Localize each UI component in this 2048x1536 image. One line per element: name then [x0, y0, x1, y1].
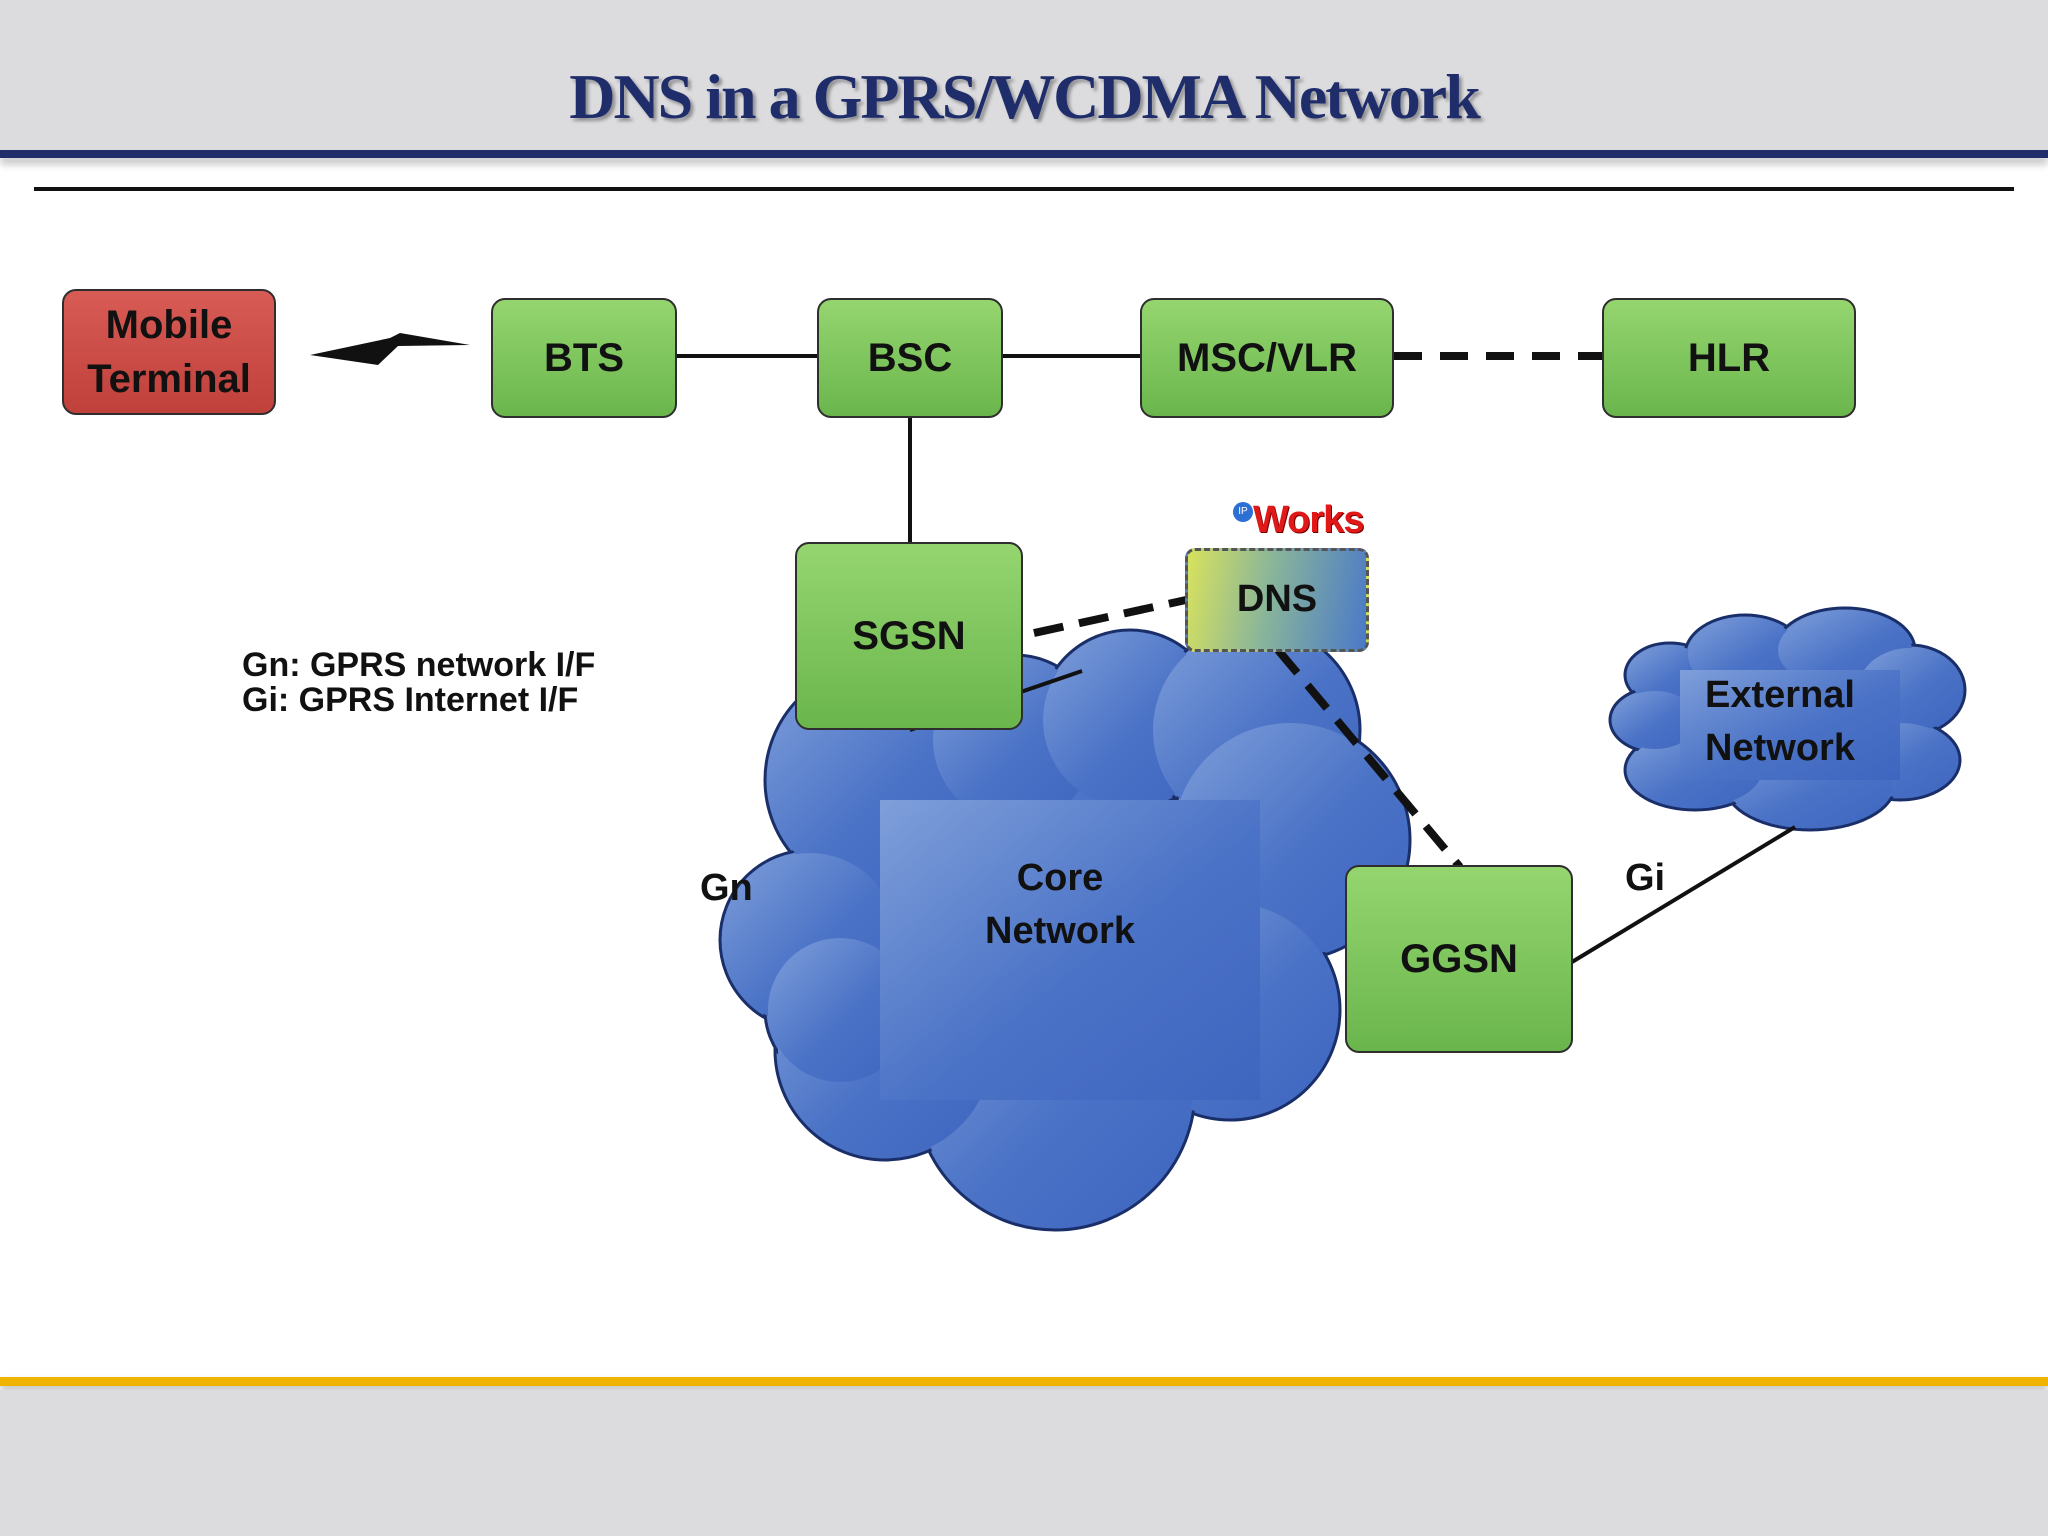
header-band: [0, 0, 2048, 150]
external-network-label: External Network: [1705, 674, 1855, 770]
bsc-label: BSC: [867, 336, 953, 380]
footer-band: [0, 1390, 2048, 1536]
link-dns-ggsn: [1274, 647, 1464, 870]
hlr-node: HLR: [1602, 298, 1856, 418]
mobile-terminal-node: Mobile Terminal: [62, 289, 276, 415]
link-sgsn-dns: [1033, 596, 1187, 637]
sgsn-label: SGSN: [852, 614, 966, 658]
bts-label: BTS: [544, 336, 624, 380]
ipworks-logo: Works: [1233, 499, 1364, 542]
header-rule: [0, 150, 2048, 158]
msc-vlr-label: MSC/VLR: [1177, 336, 1357, 380]
legend-gn: Gn: GPRS network I/F: [242, 646, 596, 684]
msc-vlr-node: MSC/VLR: [1140, 298, 1394, 418]
bts-node: BTS: [491, 298, 677, 418]
core-network-label: Core Network: [985, 857, 1135, 953]
ggsn-node: GGSN: [1345, 865, 1573, 1053]
radio-link-icon: [310, 333, 470, 365]
legend-gi: Gi: GPRS Internet I/F: [242, 681, 579, 719]
ggsn-label: GGSN: [1400, 937, 1518, 981]
ipworks-logo-text: Works: [1253, 499, 1364, 541]
link-ggsn-external: [1570, 825, 1797, 964]
gi-label: Gi: [1625, 857, 1666, 899]
bsc-node: BSC: [817, 298, 1003, 418]
gn-label: Gn: [700, 867, 753, 909]
top-divider: [34, 187, 2014, 191]
sgsn-node: SGSN: [795, 542, 1023, 730]
dns-node: DNS: [1185, 548, 1369, 652]
hlr-label: HLR: [1687, 336, 1771, 380]
ipworks-logo-badge: IP: [1233, 502, 1253, 522]
footer-rule: [0, 1377, 2048, 1386]
dns-label: DNS: [1236, 578, 1318, 621]
slide-title: DNS in a GPRS/WCDMA Network: [569, 61, 1481, 132]
mobile-terminal-label: Mobile Terminal: [87, 303, 251, 401]
